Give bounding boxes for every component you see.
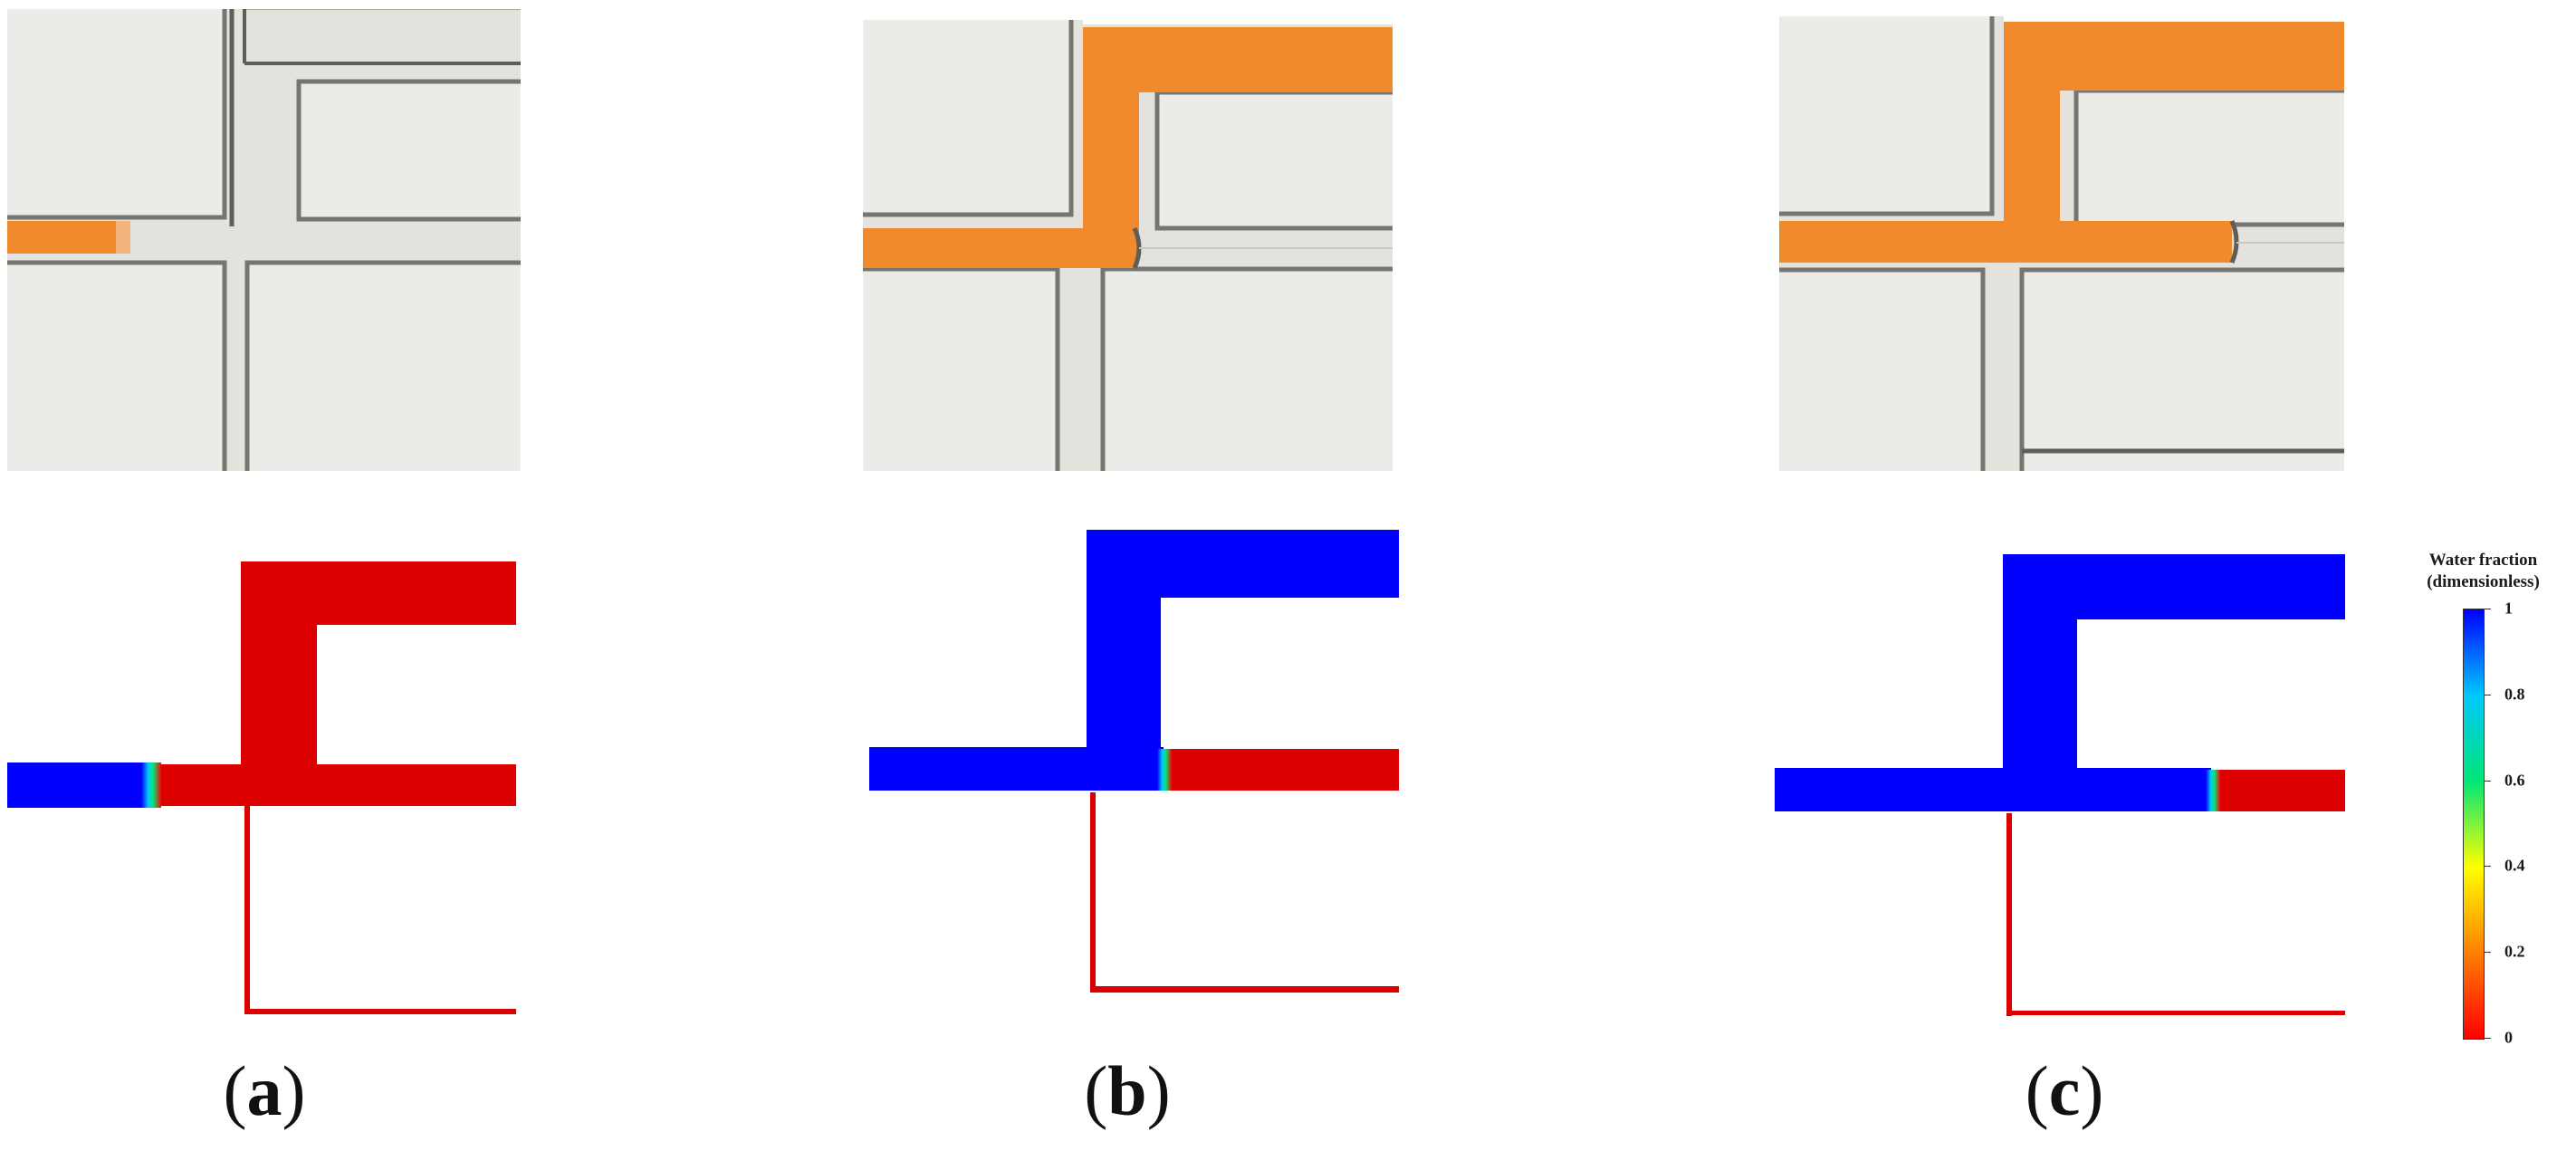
colorbar-tickmark: [2484, 866, 2491, 868]
panel-label-c: (c): [2025, 1051, 2104, 1130]
photo-panel-c: [1779, 16, 2344, 471]
photo-panel-a: [7, 9, 521, 471]
sim-panel-b: [869, 530, 1399, 1023]
colorbar-tickmark: [2484, 952, 2491, 954]
colorbar-tick-label: 0: [2504, 1028, 2513, 1047]
oil-sim-b: [1172, 749, 1399, 791]
colorbar-tick-label: 1: [2504, 599, 2513, 618]
colorbar-tick-label: 0.4: [2504, 856, 2525, 875]
colorbar-tickmark: [2484, 780, 2491, 782]
sim-c-drawing: [1775, 554, 2345, 1016]
photo-b-drawing: [863, 20, 1393, 471]
photo-a-drawing: [7, 9, 521, 471]
colorbar-tickmark: [2484, 1038, 2491, 1039]
photo-c-drawing: [1779, 16, 2344, 471]
colorbar-subtitle: (dimensionless): [2427, 572, 2540, 591]
colorbar-tick-label: 0.2: [2504, 942, 2525, 961]
colorbar-legend: Water fraction (dimensionless) 1 0.8 0.6 0.…: [2390, 543, 2576, 1069]
colorbar-title: Water fraction: [2428, 551, 2538, 570]
colorbar-tick-label: 0.8: [2504, 685, 2525, 704]
oil-plug-a: [7, 221, 120, 254]
photo-panel-b: [863, 20, 1393, 471]
sim-b-drawing: [869, 530, 1399, 993]
oil-top-branch-c: [2004, 16, 2344, 91]
sim-a-drawing: [7, 561, 516, 1014]
oil-top-branch-b: [1083, 20, 1393, 92]
panel-label-a: (a): [223, 1051, 306, 1130]
oil-sim-c: [2220, 770, 2345, 811]
sim-panel-a: [7, 552, 521, 1032]
water-sim-c: [1775, 768, 2211, 811]
colorbar-gradient: [2463, 609, 2485, 1040]
panel-label-b: (b): [1084, 1051, 1171, 1130]
colorbar-tick-label: 0.6: [2504, 771, 2525, 790]
water-sim-a: [7, 763, 143, 808]
sim-panel-c: [1775, 554, 2345, 1034]
oil-sim-a: [161, 764, 516, 806]
